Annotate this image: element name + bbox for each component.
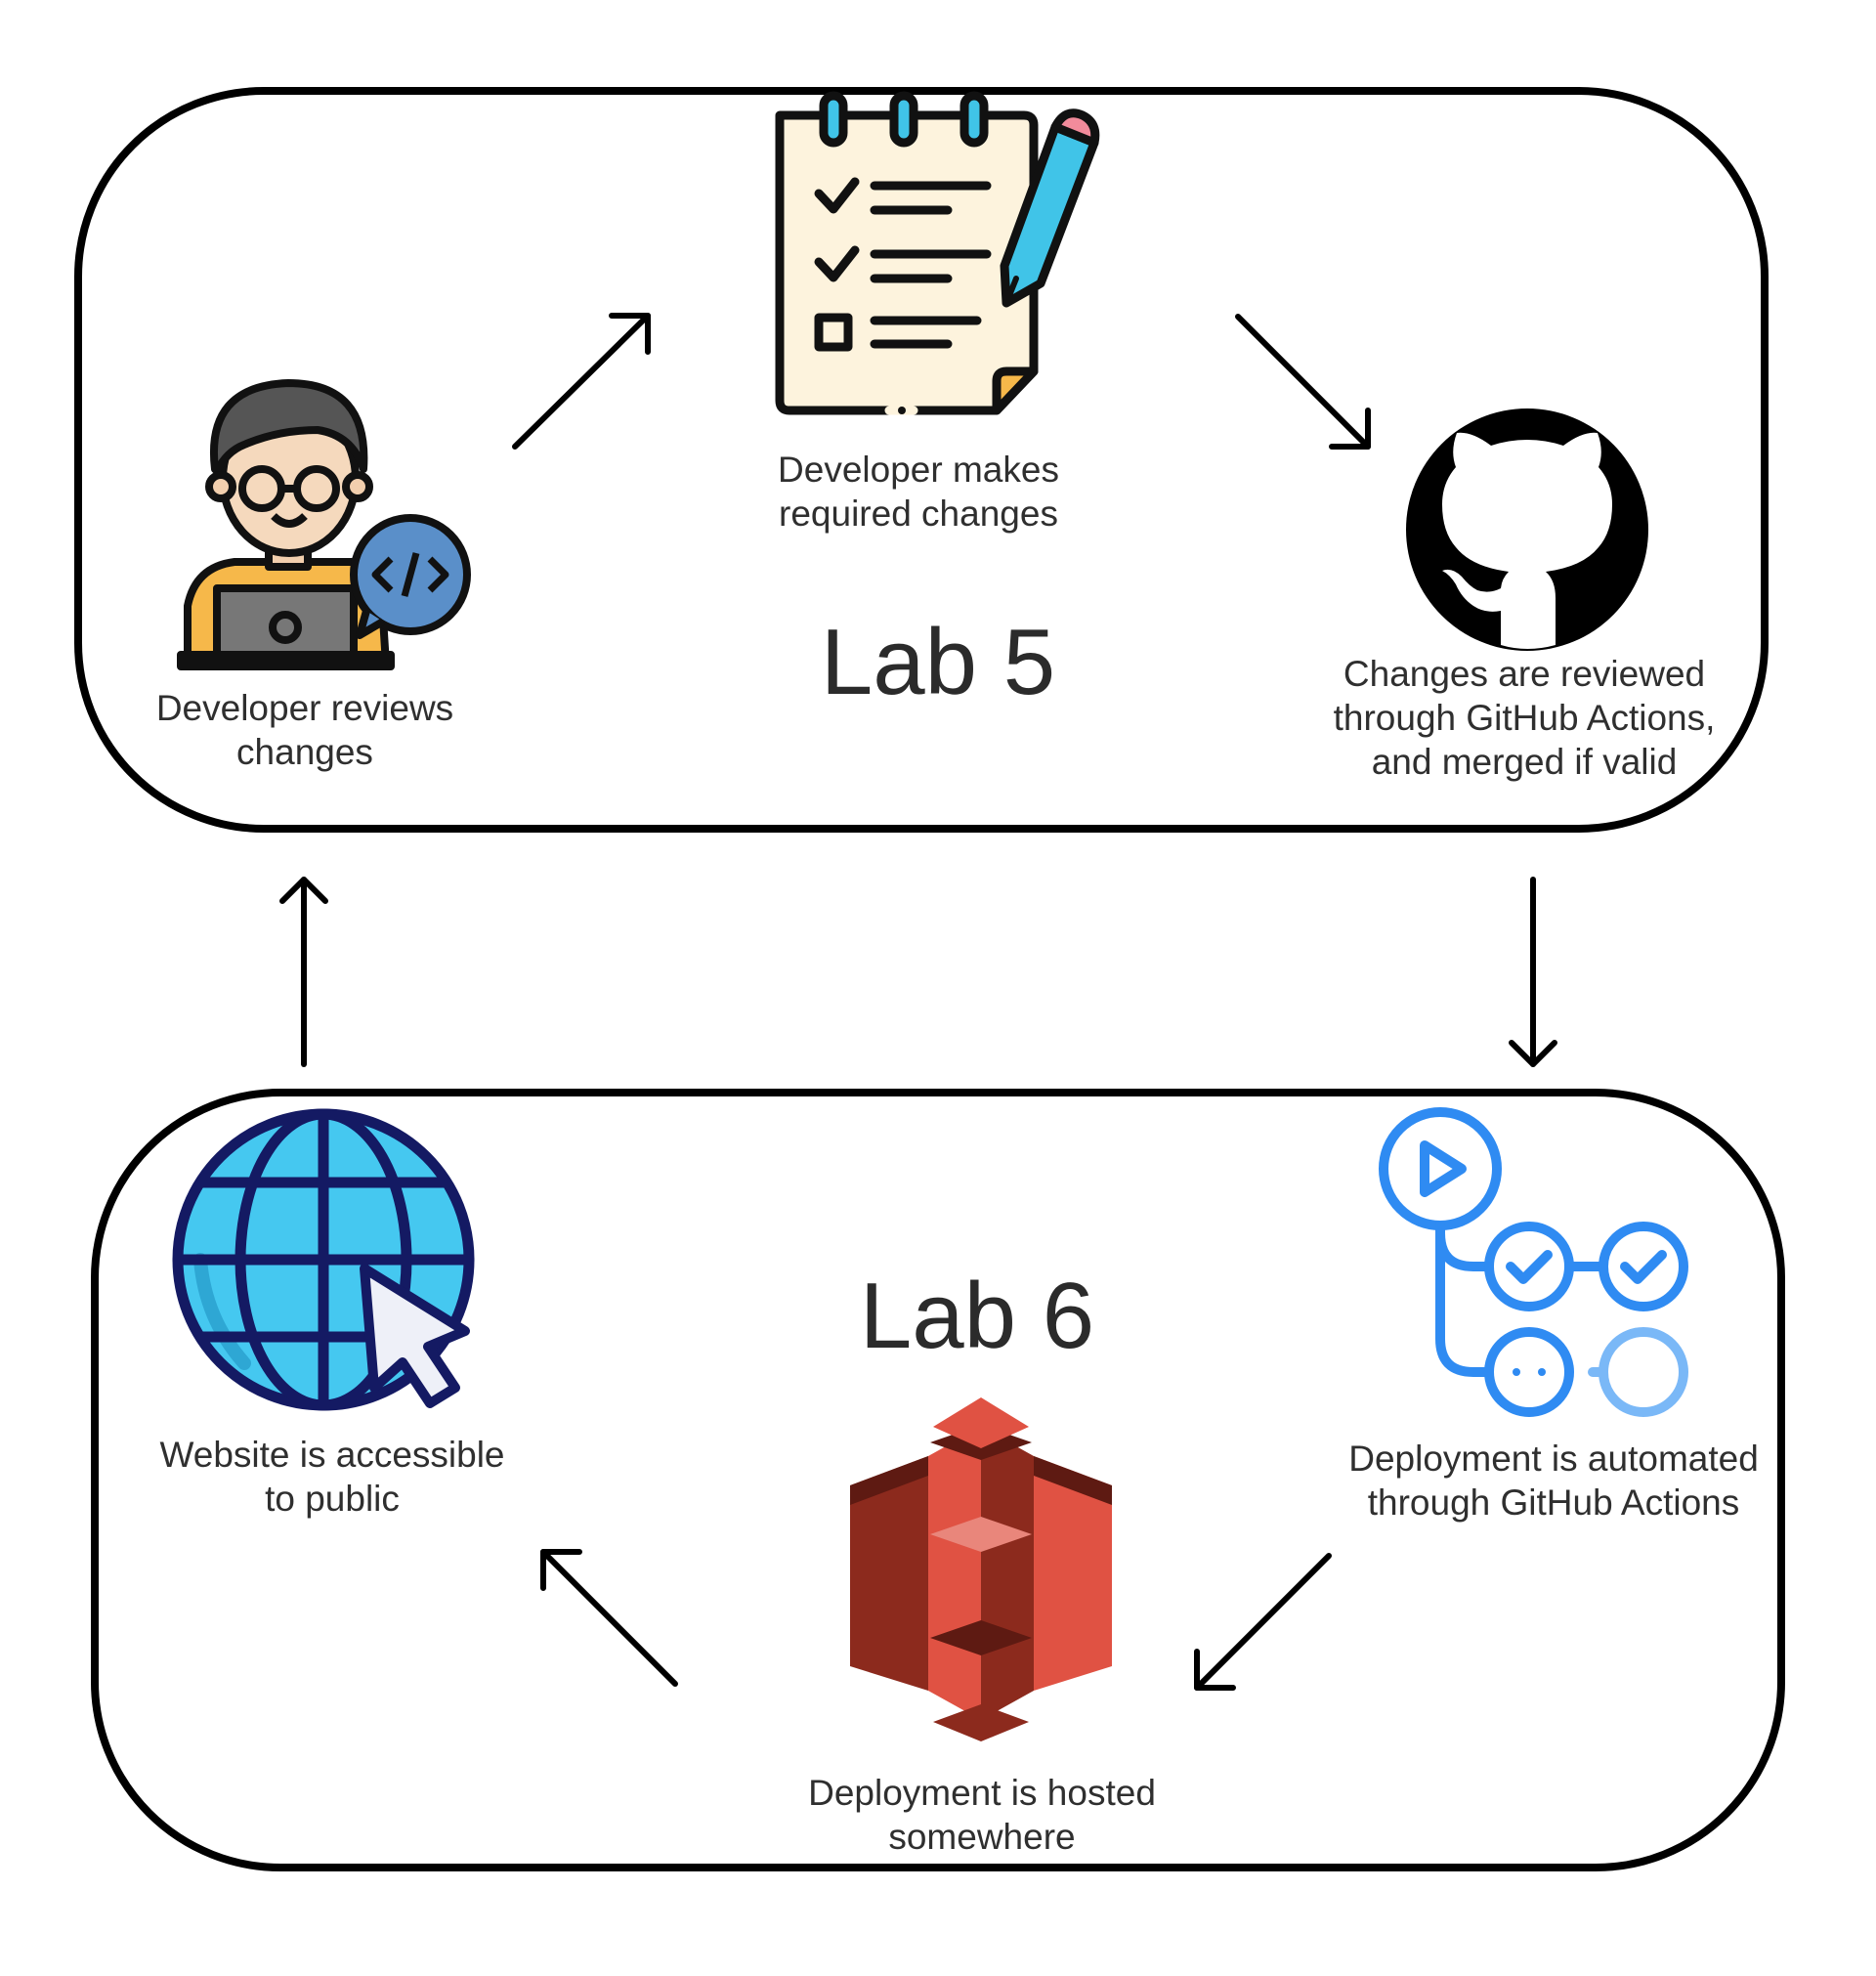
step-label-deployment-hosted: Deployment is hosted somewhere bbox=[808, 1773, 1156, 1857]
lab5-title: Lab 5 bbox=[820, 610, 1056, 714]
step-label-deployment-automated: Deployment is automated through GitHub A… bbox=[1348, 1439, 1759, 1523]
checklist-notepad-icon bbox=[775, 91, 1100, 415]
github-icon bbox=[1406, 408, 1648, 651]
step-label-website-accessible: Website is accessible to public bbox=[159, 1435, 505, 1519]
step-label-github-review: Changes are reviewed through GitHub Acti… bbox=[1333, 654, 1716, 782]
arrow-s3-to-website bbox=[540, 1549, 678, 1687]
arrow-github-to-actions bbox=[1509, 877, 1557, 1067]
step-label-developer-reviews: Developer reviews changes bbox=[155, 688, 454, 772]
globe-cursor-icon bbox=[172, 1108, 475, 1411]
lab6-frame bbox=[91, 1089, 1785, 1871]
aws-s3-bucket-icon bbox=[850, 1397, 1112, 1741]
developer-laptop-icon bbox=[177, 379, 471, 670]
lab6-title: Lab 6 bbox=[859, 1264, 1095, 1368]
arrow-website-to-dev bbox=[279, 877, 328, 1067]
step-label-developer-makes-changes: Developer makes required changes bbox=[778, 450, 1059, 534]
arrow-dev-to-changes bbox=[512, 313, 651, 450]
github-actions-workflow-icon bbox=[1379, 1107, 1688, 1417]
arrow-actions-to-s3 bbox=[1194, 1553, 1332, 1691]
arrow-changes-to-github bbox=[1235, 314, 1371, 450]
lab5-frame bbox=[74, 87, 1769, 833]
